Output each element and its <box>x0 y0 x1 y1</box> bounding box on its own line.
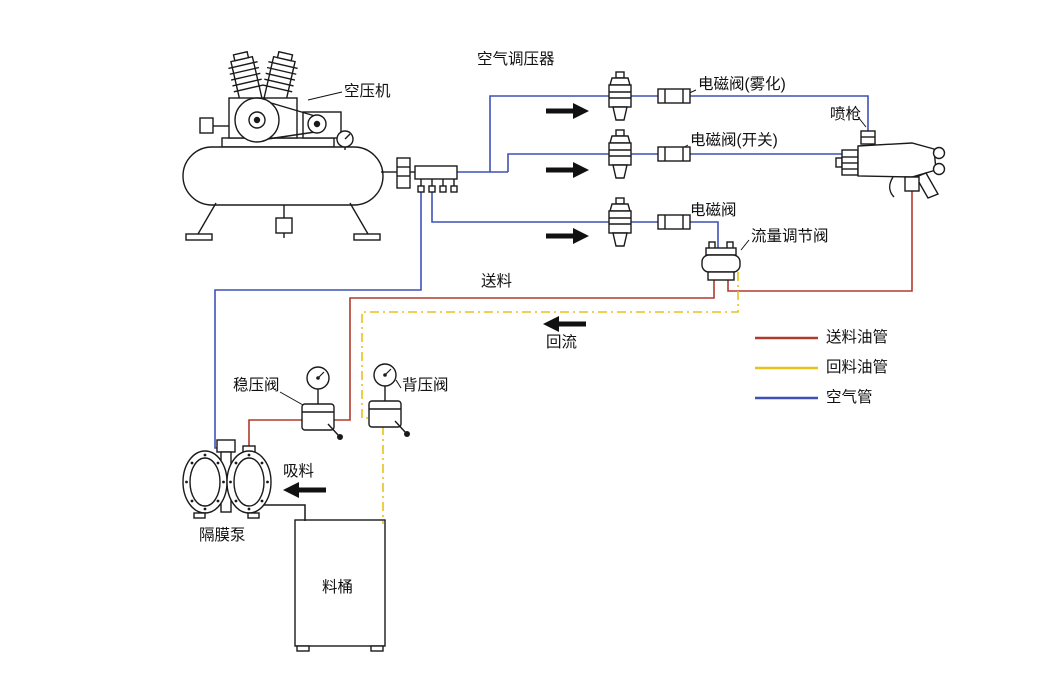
gun-trigger <box>889 176 895 198</box>
label-feed: 送料 <box>481 273 513 290</box>
belt-bottom <box>260 131 316 141</box>
label-diaphragm-pump: 隔膜泵 <box>199 527 246 544</box>
air-regulator-1 <box>608 71 632 121</box>
air-compressor <box>182 50 458 241</box>
leader-back-pressure-valve <box>395 379 402 389</box>
feed-pipe-pump-to-flowvalve <box>248 280 715 452</box>
gun-nozzle-tip <box>835 157 843 168</box>
label-air-regulator: 空气调压器 <box>477 51 555 68</box>
gun-handle <box>914 172 940 199</box>
solenoid-valve-plain <box>657 214 691 230</box>
spray-gun <box>835 130 946 199</box>
air-manifold <box>414 165 458 180</box>
label-solenoid-atomize: 电磁阀(雾化) <box>698 76 786 93</box>
leader-flow-valve <box>740 239 750 251</box>
intake-filter <box>199 117 214 134</box>
solenoid-valve-switch <box>657 146 691 162</box>
air-pipe-to-regulator3 <box>431 192 719 248</box>
pump-air-inlet <box>216 439 236 453</box>
leader-compressor <box>307 91 343 101</box>
leader-stabilizer-valve <box>279 391 304 406</box>
air-regulator-3 <box>608 197 632 247</box>
return-pipe <box>361 272 739 524</box>
air-regulator-2 <box>608 129 632 179</box>
legend <box>755 336 818 400</box>
leader-spray-gun <box>857 116 867 128</box>
flow-arrow-air3 <box>546 228 589 244</box>
flow-control-valve <box>701 241 741 281</box>
solenoid-valve-atomize <box>657 88 691 104</box>
gun-knob-bottom <box>932 162 946 176</box>
tank-leg-right <box>349 202 369 235</box>
compressor-cylinder-left <box>228 50 264 106</box>
diaphragm-pump <box>182 439 272 519</box>
legend-label-feed: 送料油管 <box>826 329 889 346</box>
tank-drain <box>275 217 293 234</box>
label-suction: 吸料 <box>283 463 315 480</box>
flow-arrow-suction <box>283 482 326 498</box>
gun-knob-top <box>932 146 946 160</box>
label-stabilizer-valve: 稳压阀 <box>233 377 280 394</box>
flow-arrow-air1 <box>546 103 589 119</box>
pump-bolts <box>185 453 269 511</box>
feed-pipe-flowvalve-to-gun <box>727 191 913 292</box>
air-pipe-to-regulator2 <box>507 153 843 172</box>
label-flow-valve: 流量调节阀 <box>751 228 829 245</box>
legend-label-return: 回料油管 <box>826 359 889 376</box>
label-compressor: 空压机 <box>344 83 391 100</box>
label-solenoid-switch: 电磁阀(开关) <box>690 132 778 149</box>
compressor-cylinder-right <box>262 50 298 106</box>
label-spray-gun: 喷枪 <box>830 106 862 123</box>
legend-label-air: 空气管 <box>826 389 873 406</box>
flow-arrow-air2 <box>546 162 589 178</box>
back-pressure-valve <box>368 363 411 438</box>
gun-fluid-inlet <box>904 176 920 192</box>
label-solenoid: 电磁阀 <box>690 202 737 219</box>
compressor-base-plate <box>221 137 335 148</box>
air-tank <box>182 146 384 206</box>
label-back-pressure-valve: 背压阀 <box>402 377 449 394</box>
suction-pipe <box>262 504 306 521</box>
gun-body <box>857 142 937 178</box>
stabilizer-valve <box>301 366 344 441</box>
flow-arrow-return <box>543 316 586 332</box>
outlet-filter <box>396 157 411 189</box>
label-barrel: 料桶 <box>322 579 354 596</box>
label-return: 回流 <box>546 334 578 351</box>
paint-barrel <box>294 519 386 652</box>
tank-leg-left <box>197 202 217 235</box>
